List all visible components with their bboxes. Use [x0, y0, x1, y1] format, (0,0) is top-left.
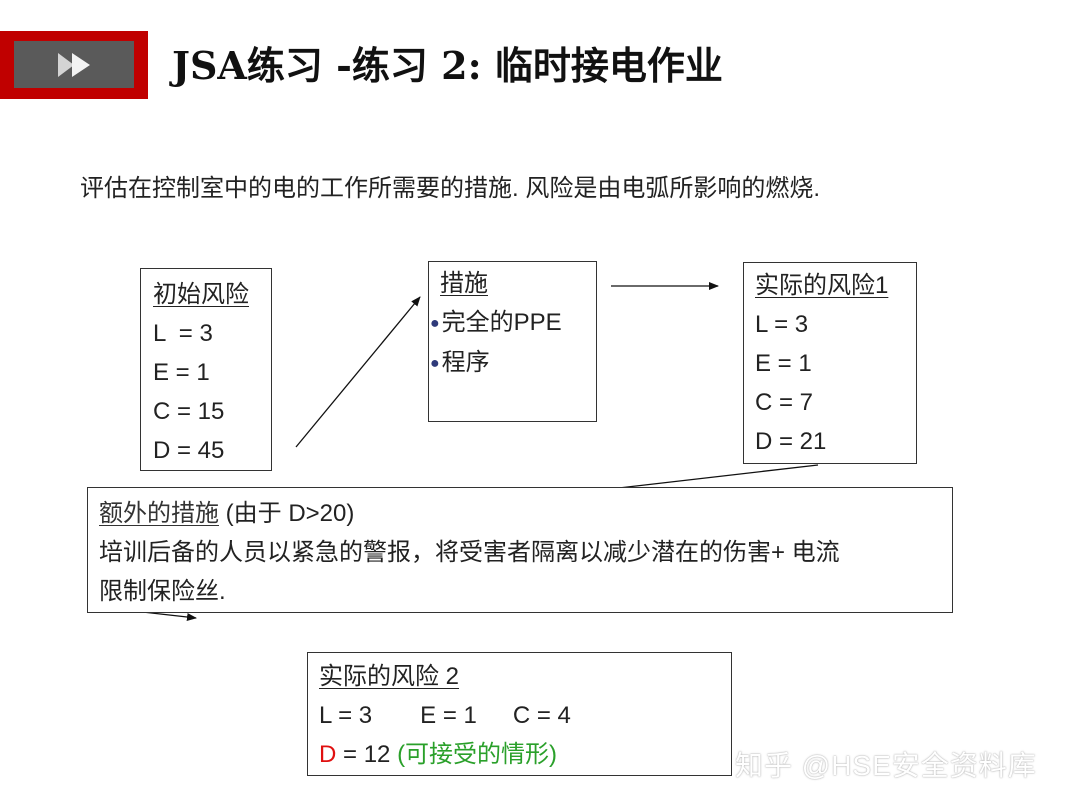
additional-measures-line1: 培训后备的人员以紧急的警报，将受害者隔离以减少潜在的伤害+ 电流 [99, 539, 840, 566]
initial-risk-d: D = 45 [153, 437, 225, 464]
measures-item: ●完全的PPE [430, 309, 562, 336]
actual-risk-2-l: L = 3 [319, 702, 373, 729]
additional-measures-heading-row: 额外的措施 (由于 D>20) [99, 494, 952, 533]
actual-risk-2-e: E = 1 [420, 702, 477, 729]
section-badge [0, 31, 148, 99]
actual-risk-2-heading: 实际的风险 2 [319, 663, 460, 690]
actual-risk-2-d-row: D = 12 (可接受的情形) [319, 735, 731, 774]
actual-risk-2-box: 实际的风险 2 L = 3 E = 1 C = 4 D = 12 (可接受的情形) [307, 652, 732, 776]
initial-risk-box: 初始风险 L = 3 E = 1 C = 15 D = 45 [140, 268, 272, 471]
measures-heading: 措施 [440, 270, 488, 297]
actual-risk-2-acceptable-note: (可接受的情形) [397, 741, 558, 768]
actual-risk-1-l: L = 3 [755, 311, 809, 338]
actual-risk-2-d-value: = 12 [336, 741, 398, 768]
actual-risk-2-values: L = 3 E = 1 C = 4 [319, 696, 731, 735]
initial-risk-heading: 初始风险 [153, 281, 249, 308]
additional-measures-box: 额外的措施 (由于 D>20) 培训后备的人员以紧急的警报，将受害者隔离以减少潜… [87, 487, 953, 613]
actual-risk-1-box: 实际的风险1 L = 3 E = 1 C = 7 D = 21 [743, 262, 917, 464]
measures-item: ●程序 [430, 349, 490, 377]
actual-risk-2-d-letter: D [319, 741, 337, 768]
initial-risk-l: L = 3 [153, 320, 213, 347]
actual-risk-1-heading: 实际的风险1 [755, 272, 889, 299]
bullet-icon: ● [430, 315, 440, 333]
measures-box: 措施 ●完全的PPE ●程序 [428, 261, 597, 422]
bullet-icon: ● [430, 355, 440, 373]
watermark: 知乎 @HSE安全资料库 [735, 750, 1037, 781]
task-description: 评估在控制室中的电的工作所需要的措施. 风险是由电弧所影响的燃烧. [80, 175, 821, 202]
initial-risk-c: C = 15 [153, 398, 225, 425]
page-title: JSA练习 -练习 2: 临时接电作业 [172, 43, 723, 88]
additional-measures-heading: 额外的措施 [99, 500, 219, 527]
actual-risk-1-c: C = 7 [755, 389, 814, 416]
actual-risk-1-d: D = 21 [755, 428, 827, 455]
initial-risk-e: E = 1 [153, 359, 210, 386]
actual-risk-1-e: E = 1 [755, 350, 812, 377]
arrow-initial-to-measures [295, 296, 421, 448]
actual-risk-2-c: C = 4 [512, 702, 571, 729]
additional-measures-note: (由于 D>20) [219, 500, 355, 527]
badge-inner [14, 41, 134, 88]
fast-forward-icon [58, 53, 90, 77]
additional-measures-line2: 限制保险丝. [99, 578, 226, 605]
